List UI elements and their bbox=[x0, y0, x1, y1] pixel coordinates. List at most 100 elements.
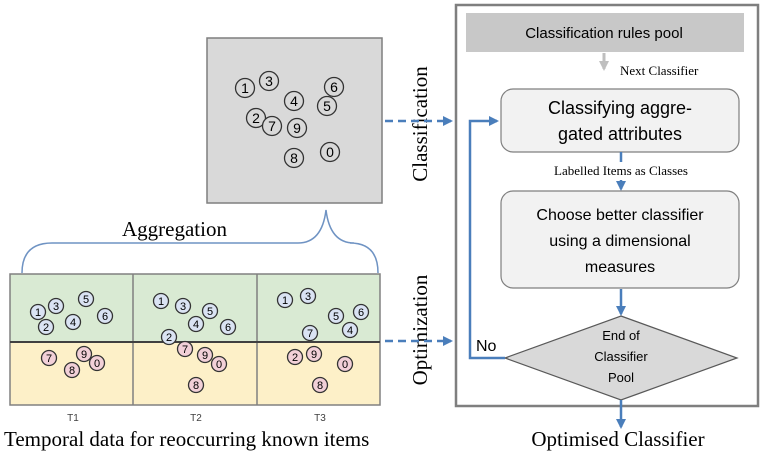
panel3-blue-item-6: 6 bbox=[352, 303, 370, 321]
svg-text:2: 2 bbox=[252, 110, 260, 126]
aggregated-item-4: 4 bbox=[283, 90, 305, 112]
svg-text:9: 9 bbox=[311, 349, 317, 361]
svg-text:2: 2 bbox=[166, 332, 172, 344]
labelled-items-backdrop bbox=[508, 162, 734, 180]
svg-text:5: 5 bbox=[83, 294, 89, 306]
svg-text:0: 0 bbox=[326, 144, 334, 160]
svg-text:3: 3 bbox=[305, 291, 311, 303]
aggregated-item-0: 0 bbox=[319, 141, 341, 163]
panel2-blue-item-5: 5 bbox=[201, 302, 219, 320]
panel3-blue-item-1: 1 bbox=[276, 291, 294, 309]
svg-text:7: 7 bbox=[307, 328, 313, 340]
panel3-blue-item-3: 3 bbox=[299, 287, 317, 305]
aggregation-brace bbox=[21, 209, 379, 274]
panel1-blue-item-6: 6 bbox=[96, 307, 114, 325]
svg-text:8: 8 bbox=[69, 365, 75, 377]
svg-text:5: 5 bbox=[323, 98, 331, 114]
next-classifier-label: Next Classifier bbox=[620, 63, 699, 78]
aggregation-label: Aggregation bbox=[122, 217, 227, 241]
svg-text:5: 5 bbox=[333, 311, 339, 323]
rules-pool-bar bbox=[466, 13, 744, 52]
decision-line1: End of bbox=[602, 328, 640, 343]
panel2-pink-item-0: 0 bbox=[210, 355, 228, 373]
panel2-pink-item-9: 9 bbox=[196, 346, 214, 364]
time-label-t3: T3 bbox=[314, 413, 326, 424]
aggregated-item-5: 5 bbox=[316, 95, 338, 117]
aggregated-item-8: 8 bbox=[283, 147, 305, 169]
svg-text:9: 9 bbox=[202, 350, 208, 362]
svg-text:3: 3 bbox=[180, 301, 186, 313]
time-label-t2: T2 bbox=[190, 413, 202, 424]
panel2-blue-item-2: 2 bbox=[160, 328, 178, 346]
svg-text:7: 7 bbox=[268, 118, 276, 134]
panel1-pink-item-0: 0 bbox=[88, 354, 106, 372]
svg-text:7: 7 bbox=[46, 353, 52, 365]
decision-line3: Pool bbox=[608, 370, 634, 385]
svg-text:3: 3 bbox=[53, 301, 59, 313]
svg-text:4: 4 bbox=[347, 325, 353, 337]
panel3-blue-item-7: 7 bbox=[301, 324, 319, 342]
aggregated-item-1: 1 bbox=[234, 77, 256, 99]
svg-text:1: 1 bbox=[241, 80, 249, 96]
panel3-pink-item-0: 0 bbox=[336, 355, 354, 373]
labelled-items-label: Labelled Items as Classes bbox=[554, 163, 688, 178]
aggregated-item-3: 3 bbox=[258, 70, 280, 92]
svg-text:8: 8 bbox=[290, 150, 298, 166]
svg-text:9: 9 bbox=[293, 120, 301, 136]
choose-classifier-box bbox=[500, 190, 740, 289]
panel1-blue-item-4: 4 bbox=[64, 313, 82, 331]
panel3-pink-item-8: 8 bbox=[311, 376, 329, 394]
classify-line1: Classifying aggre- bbox=[548, 98, 692, 118]
svg-text:4: 4 bbox=[70, 317, 76, 329]
svg-text:3: 3 bbox=[265, 73, 273, 89]
panel3-pink-item-9: 9 bbox=[305, 345, 323, 363]
panel2-blue-item-1: 1 bbox=[152, 292, 170, 310]
aggregated-item-9: 9 bbox=[286, 117, 308, 139]
svg-text:2: 2 bbox=[43, 322, 49, 334]
output-caption: Optimised Classifier bbox=[531, 427, 704, 451]
aggregated-item-7: 7 bbox=[261, 115, 283, 137]
svg-text:6: 6 bbox=[330, 79, 338, 95]
choose-line2: using a dimensional bbox=[549, 233, 690, 250]
time-label-t1: T1 bbox=[67, 413, 79, 424]
svg-text:0: 0 bbox=[342, 359, 348, 371]
svg-text:8: 8 bbox=[193, 380, 199, 392]
no-loop-arrow bbox=[468, 116, 505, 360]
svg-text:1: 1 bbox=[158, 296, 164, 308]
panel1-pink-item-7: 7 bbox=[40, 349, 58, 367]
panel1-pink-item-9: 9 bbox=[75, 345, 93, 363]
panel1-blue-item-5: 5 bbox=[77, 290, 95, 308]
svg-text:7: 7 bbox=[182, 344, 188, 356]
aggregated-item-6: 6 bbox=[323, 76, 345, 98]
svg-text:0: 0 bbox=[216, 359, 222, 371]
svg-text:4: 4 bbox=[193, 319, 199, 331]
svg-text:6: 6 bbox=[225, 322, 231, 334]
svg-text:8: 8 bbox=[317, 380, 323, 392]
svg-text:9: 9 bbox=[81, 349, 87, 361]
svg-text:1: 1 bbox=[35, 307, 41, 319]
svg-text:4: 4 bbox=[290, 93, 298, 109]
temporal-caption: Temporal data for reoccurring known item… bbox=[4, 427, 369, 451]
panel2-pink-item-7: 7 bbox=[176, 340, 194, 358]
panel1-blue-item-3: 3 bbox=[47, 297, 65, 315]
svg-text:0: 0 bbox=[94, 358, 100, 370]
panel1-blue-item-2: 2 bbox=[37, 318, 55, 336]
panel3-blue-item-5: 5 bbox=[327, 307, 345, 325]
svg-text:6: 6 bbox=[102, 311, 108, 323]
choose-line3: measures bbox=[585, 259, 655, 276]
panel2-blue-item-6: 6 bbox=[219, 318, 237, 336]
panel1-blue-item-1: 1 bbox=[29, 303, 47, 321]
panel1-pink-item-8: 8 bbox=[63, 361, 81, 379]
aggregated-item-2: 2 bbox=[245, 107, 267, 129]
panel2-blue-item-4: 4 bbox=[187, 315, 205, 333]
svg-text:5: 5 bbox=[207, 306, 213, 318]
no-label: No bbox=[476, 338, 497, 355]
panel3-blue-item-4: 4 bbox=[341, 321, 359, 339]
decision-line2: Classifier bbox=[594, 349, 648, 364]
svg-text:6: 6 bbox=[358, 307, 364, 319]
choose-line1: Choose better classifier bbox=[536, 207, 704, 224]
classify-line2: gated attributes bbox=[558, 124, 682, 144]
